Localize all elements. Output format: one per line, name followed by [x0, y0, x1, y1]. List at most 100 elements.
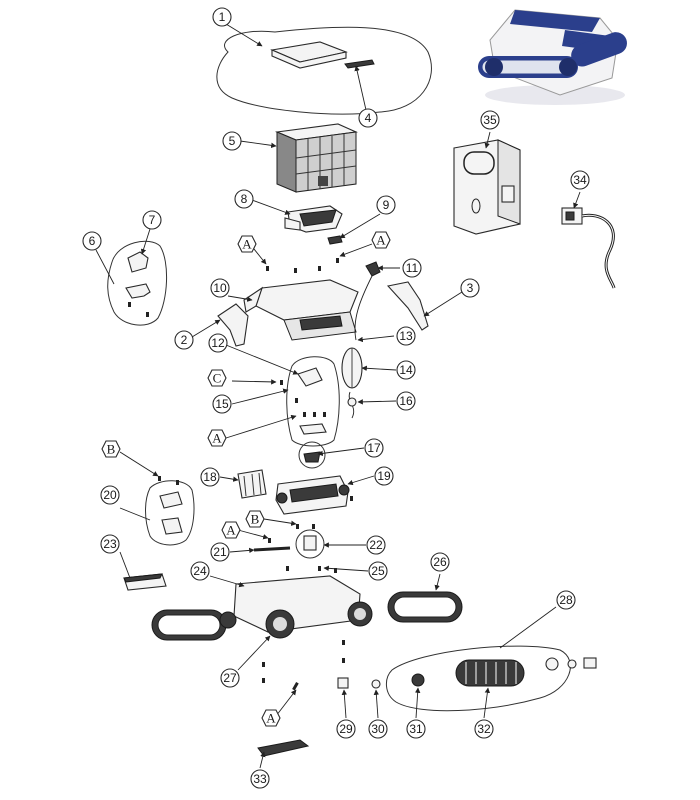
- callout-26: 26: [430, 552, 450, 572]
- motor-block: [275, 475, 350, 515]
- callout-30: 30: [368, 719, 388, 739]
- callout-label: 32: [477, 722, 491, 736]
- callout-label: 14: [399, 363, 413, 377]
- callout-20: 20: [100, 485, 120, 505]
- callout-label: 33: [253, 772, 267, 786]
- callout-label: 17: [367, 441, 381, 455]
- callout-label: 2: [181, 333, 188, 347]
- callout-5: 5: [222, 131, 242, 151]
- ref-label: A: [376, 233, 386, 248]
- callout-16: 16: [396, 391, 416, 411]
- callout-label: 26: [433, 555, 447, 569]
- callout-label: 4: [365, 111, 372, 125]
- ref-label: B: [251, 512, 260, 527]
- float-assembly: [341, 347, 363, 419]
- callout-27: 27: [220, 668, 240, 688]
- impeller: [298, 441, 326, 469]
- callout-label: 16: [399, 394, 413, 408]
- callout-3: 3: [460, 278, 480, 298]
- filter-basket: [274, 123, 359, 193]
- callout-33: 33: [250, 769, 270, 789]
- ref-marker-c: C: [207, 369, 227, 387]
- bracket-group-left: [145, 480, 195, 546]
- ref-label: A: [212, 431, 222, 446]
- ref-label: C: [213, 371, 222, 386]
- callout-4: 4: [358, 108, 378, 128]
- callout-label: 34: [573, 173, 587, 187]
- callout-label: 8: [241, 192, 248, 206]
- callout-21: 21: [210, 542, 230, 562]
- callout-15: 15: [212, 394, 232, 414]
- robot-product-image: [478, 9, 627, 105]
- callout-7: 7: [142, 210, 162, 230]
- side-bracket-group: [107, 240, 168, 326]
- track-belt: [387, 591, 463, 623]
- drive-shaft: [253, 524, 325, 559]
- ref-marker-a: A: [371, 231, 391, 249]
- callout-label: 25: [371, 564, 385, 578]
- callout-label: 10: [213, 281, 227, 295]
- callout-2: 2: [174, 330, 194, 350]
- ref-label: B: [107, 442, 116, 457]
- callout-32: 32: [474, 719, 494, 739]
- callout-label: 18: [203, 470, 217, 484]
- callout-label: 20: [103, 488, 117, 502]
- callout-label: 31: [409, 722, 423, 736]
- callout-label: 12: [211, 336, 225, 350]
- ref-marker-a: A: [221, 521, 241, 539]
- brush-group: [386, 645, 597, 712]
- scraper: [123, 573, 167, 591]
- top-cover-group: [216, 26, 432, 115]
- callout-17: 17: [364, 438, 384, 458]
- callout-label: 30: [371, 722, 385, 736]
- callout-label: 11: [406, 261, 419, 275]
- callout-label: 24: [193, 564, 207, 578]
- filter-cover: [284, 205, 343, 245]
- power-cable: [561, 207, 616, 289]
- callout-12: 12: [208, 333, 228, 353]
- callout-10: 10: [210, 278, 230, 298]
- chassis: [151, 575, 373, 641]
- fixing-screws: [158, 258, 353, 573]
- inner-frame-group: [286, 356, 340, 447]
- ref-marker-a: A: [207, 429, 227, 447]
- callout-23: 23: [100, 534, 120, 554]
- callout-label: 5: [229, 134, 236, 148]
- small-parts: [257, 640, 381, 757]
- callout-label: 22: [369, 538, 383, 552]
- callout-label: 9: [383, 198, 390, 212]
- callout-label: 1: [219, 10, 226, 24]
- callout-24: 24: [190, 561, 210, 581]
- main-body-top: [243, 279, 359, 341]
- callout-8: 8: [234, 189, 254, 209]
- callout-29: 29: [336, 719, 356, 739]
- callout-label: 3: [467, 281, 474, 295]
- small-filter: [237, 469, 267, 499]
- power-supply: [453, 139, 521, 235]
- callout-11: 11: [402, 258, 422, 278]
- side-panels: [217, 261, 429, 347]
- leader-lines: [95, 23, 581, 769]
- callout-18: 18: [200, 467, 220, 487]
- callout-25: 25: [368, 561, 388, 581]
- callout-label: 7: [149, 213, 156, 227]
- callout-9: 9: [376, 195, 396, 215]
- callout-31: 31: [406, 719, 426, 739]
- ref-marker-a: A: [237, 235, 257, 253]
- callout-label: 6: [89, 234, 96, 248]
- callout-label: 29: [339, 722, 353, 736]
- callout-19: 19: [374, 466, 394, 486]
- callout-label: 28: [559, 593, 573, 607]
- callout-22: 22: [366, 535, 386, 555]
- callout-14: 14: [396, 360, 416, 380]
- callout-28: 28: [556, 590, 576, 610]
- callout-label: 27: [223, 671, 237, 685]
- ref-marker-a: A: [261, 709, 281, 727]
- callout-6: 6: [82, 231, 102, 251]
- callout-13: 13: [396, 326, 416, 346]
- callout-label: 13: [399, 329, 413, 343]
- ref-label: A: [226, 523, 236, 538]
- callout-label: 23: [103, 537, 117, 551]
- callout-35: 35: [480, 110, 500, 130]
